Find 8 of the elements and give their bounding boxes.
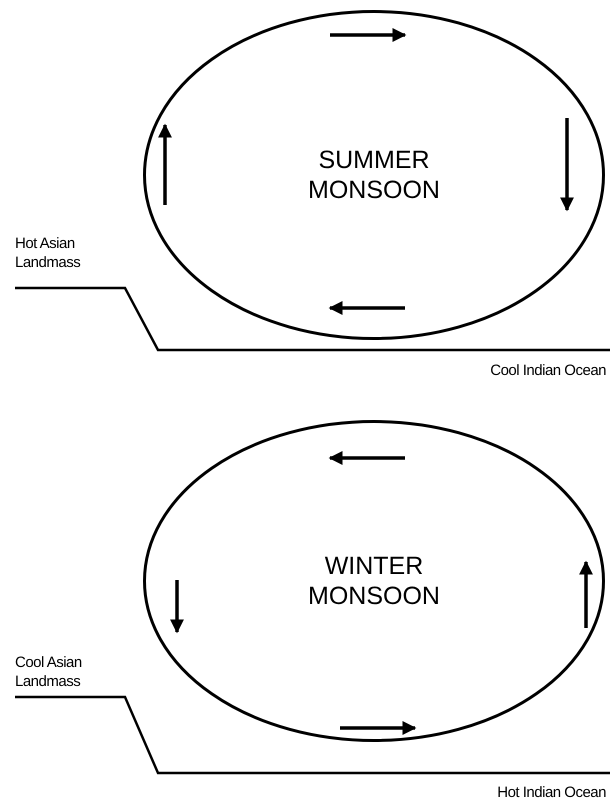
region-label: Hot Asian Landmass	[15, 234, 82, 272]
region-label: Hot Indian Ocean	[497, 783, 606, 802]
monsoon-label: SUMMER MONSOON	[307, 145, 441, 205]
circulation-ellipse	[143, 10, 605, 340]
monsoon-label: WINTER MONSOON	[307, 551, 441, 611]
region-label: Cool Asian Landmass	[15, 653, 83, 691]
region-label: Cool Indian Ocean	[490, 361, 606, 380]
circulation-ellipse	[143, 420, 605, 742]
